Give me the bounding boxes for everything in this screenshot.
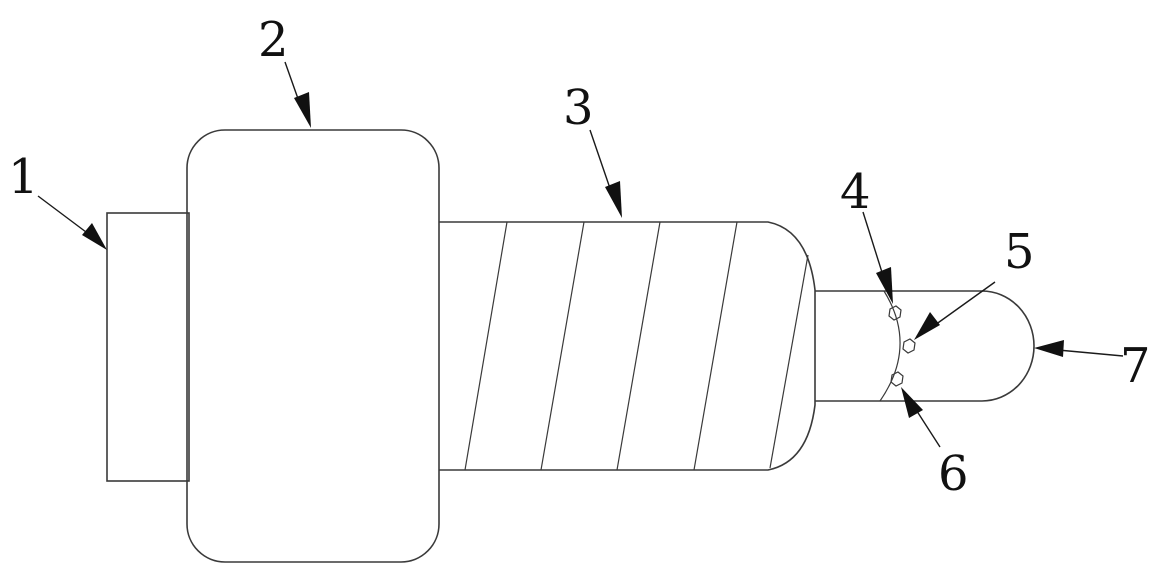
callout-2: 2 xyxy=(258,12,289,68)
seam-line xyxy=(879,290,901,402)
part-1-base-block xyxy=(106,212,190,482)
thread-lines xyxy=(464,221,809,471)
part-3-threaded-body xyxy=(439,221,816,471)
arrowhead-7 xyxy=(1034,340,1064,357)
part-4-small-element xyxy=(888,305,902,321)
part-6-small-element xyxy=(890,371,904,387)
arrowhead-2 xyxy=(294,92,311,128)
callout-4: 4 xyxy=(840,164,871,220)
arrowhead-1 xyxy=(82,223,107,250)
thread-line xyxy=(464,221,508,471)
leader-7 xyxy=(1057,349,1124,357)
arrowhead-6 xyxy=(901,387,923,418)
callout-3: 3 xyxy=(563,80,594,136)
thread-line xyxy=(769,254,809,469)
arrowhead-4 xyxy=(876,267,893,304)
callout-1: 1 xyxy=(8,149,39,205)
arrowhead-3 xyxy=(605,181,622,218)
leader-1 xyxy=(37,195,95,239)
thread-line xyxy=(693,221,738,471)
thread-line xyxy=(616,221,661,471)
part-7-probe-tip xyxy=(815,290,1035,402)
part-5-small-element xyxy=(902,338,916,354)
arrowhead-5 xyxy=(914,312,940,340)
thread-line xyxy=(540,221,585,471)
callout-7: 7 xyxy=(1120,338,1151,394)
callout-5: 5 xyxy=(1004,224,1035,280)
callout-6: 6 xyxy=(938,446,969,502)
leader-5 xyxy=(934,281,996,326)
part-2-housing xyxy=(186,129,440,563)
